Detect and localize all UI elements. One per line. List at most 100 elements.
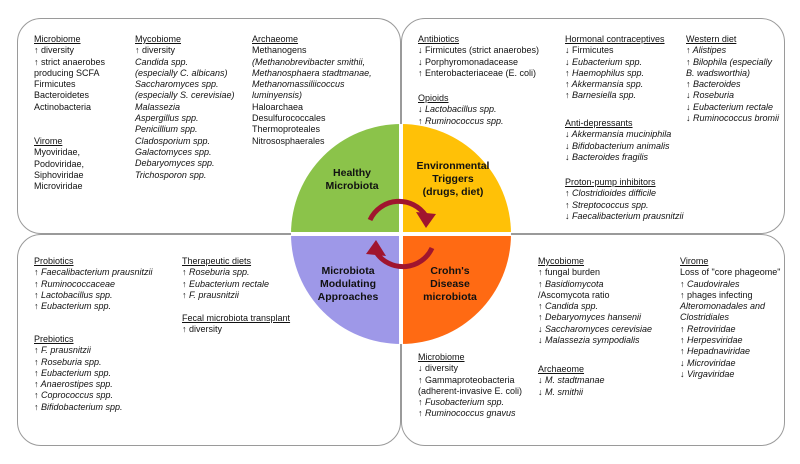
antibiotics-block: Antibiotics↓ Firmicutes (strict anaerobe… bbox=[418, 34, 539, 79]
list-item: ↑ Ruminococcus gnavus bbox=[418, 408, 516, 419]
list-item: luminyensis) bbox=[252, 90, 303, 101]
list-item: Myoviridae, bbox=[34, 147, 81, 158]
block-heading: Probiotics bbox=[34, 256, 74, 266]
list-item: ↓ diversity bbox=[418, 363, 459, 374]
list-item: Firmicutes bbox=[34, 79, 76, 90]
list-item: ↑ Bilophila (especially bbox=[686, 56, 773, 67]
block-heading: Microbiome bbox=[418, 352, 465, 362]
list-item: ↑ Ruminococcus spp. bbox=[418, 115, 504, 126]
list-item: Cladosporium spp. bbox=[135, 135, 211, 146]
list-item: Saccharomyces spp. bbox=[135, 79, 219, 90]
list-item: producing SCFA bbox=[34, 67, 100, 78]
list-item: Alteromonadales and bbox=[680, 301, 766, 312]
list-item: Siphoviridae bbox=[34, 169, 84, 180]
crohns-mycobiome-block: Mycobiome↑ fungal burden↑ Basidiomycota/… bbox=[538, 256, 652, 346]
list-item: ↑ Caudovirales bbox=[680, 278, 740, 289]
list-item: ↑ diversity bbox=[34, 45, 75, 56]
block-heading: Hormonal contraceptives bbox=[565, 34, 665, 44]
list-item: ↑ Herpesviridae bbox=[680, 335, 743, 346]
list-item: ↑ Retroviridae bbox=[680, 323, 736, 334]
list-item: ↑ Eubacterium spp. bbox=[34, 301, 112, 312]
list-item: Methanomassiliicoccus bbox=[252, 79, 345, 90]
list-item: ↑ Roseburia spp. bbox=[34, 356, 102, 367]
list-item: Loss of "core phageome" bbox=[680, 267, 781, 278]
hormonal-contraceptives-block: Hormonal contraceptives↓ Firmicutes↓ Eub… bbox=[565, 34, 665, 102]
block-heading: Archaeome bbox=[538, 364, 585, 374]
list-item: ↑ Enterobacteriaceae (E. coli) bbox=[418, 67, 537, 78]
crohns-archaeome-block: Archaeome↓ M. stadtmanae↓ M. smithii bbox=[538, 364, 605, 398]
list-item: ↑ Debaryomyces hansenii bbox=[538, 312, 642, 323]
list-item: ↑ Haemophilus spp. bbox=[565, 67, 645, 78]
list-item: ↓ Eubacterium rectale bbox=[686, 101, 774, 112]
list-item: (adherent-invasive E. coli) bbox=[418, 385, 523, 396]
list-item: ↑ strict anaerobes bbox=[34, 56, 106, 67]
list-item: Microviridae bbox=[34, 181, 83, 192]
list-item: (especially S. cerevisiae) bbox=[135, 90, 235, 101]
list-item: Debaryomyces spp. bbox=[135, 158, 215, 169]
block-heading: Anti-depressants bbox=[565, 118, 633, 128]
list-item: ↑ Basidiomycota bbox=[538, 278, 604, 289]
list-item: Methanosphaera stadtmanae, bbox=[252, 67, 372, 78]
list-item: (especially C. albicans) bbox=[135, 67, 228, 78]
list-item: /Ascomycota ratio bbox=[538, 289, 610, 300]
block-heading: Therapeutic diets bbox=[182, 256, 252, 266]
list-item: Nitrososphaerales bbox=[252, 135, 325, 146]
list-item: ↓ Firmicutes bbox=[565, 45, 614, 56]
anti-depressants-block: Anti-depressants↓ Akkermansia muciniphil… bbox=[565, 118, 671, 163]
list-item: Penicillium spp. bbox=[135, 124, 198, 135]
list-item: Methanogens bbox=[252, 45, 307, 56]
list-item: ↓ M. smithii bbox=[538, 386, 583, 397]
circle-divider-horizontal bbox=[291, 232, 511, 236]
probiotics-block: Probiotics↑ Faecalibacterium prausnitzii… bbox=[34, 256, 153, 312]
list-item: ↓ Bifidobacterium animalis bbox=[565, 140, 670, 151]
list-item: ↓ Ruminococcus bromii bbox=[686, 113, 780, 124]
proton-pump-inhibitors-block: Proton-pump inhibitors↑ Clostridioides d… bbox=[565, 177, 684, 222]
list-item: ↑ diversity bbox=[182, 324, 223, 335]
list-item: ↓ Saccharomyces cerevisiae bbox=[538, 323, 653, 334]
list-item: ↑ Akkermansia spp. bbox=[565, 79, 644, 90]
block-heading: Opioids bbox=[418, 93, 449, 103]
list-item: Haloarchaea bbox=[252, 101, 304, 112]
block-heading: Antibiotics bbox=[418, 34, 460, 44]
list-item: ↑ Barnesiella spp. bbox=[565, 90, 637, 101]
list-item: ↑ F. prausnitzii bbox=[34, 345, 91, 356]
list-item: ↑ Hepadnaviridae bbox=[680, 346, 751, 357]
list-item: ↑ Faecalibacterium prausnitzii bbox=[34, 267, 153, 278]
list-item: (Methanobrevibacter smithii, bbox=[252, 56, 366, 67]
therapeutic-diets-block: Therapeutic diets↑ Roseburia spp.↑ Eubac… bbox=[182, 256, 269, 301]
crohns-microbiome-block: Microbiome↓ diversity↑ Gammaproteobacter… bbox=[418, 352, 522, 420]
list-item: ↑ Gammaproteobacteria bbox=[418, 374, 515, 385]
list-item: ↑ Streptococcus spp. bbox=[565, 199, 649, 210]
list-item: ↓ Eubacterium spp. bbox=[565, 56, 643, 67]
block-heading: Virome bbox=[680, 256, 709, 266]
list-item: ↓ Akkermansia muciniphila bbox=[565, 129, 672, 140]
list-item: ↑ Clostridioides difficile bbox=[565, 188, 657, 199]
list-item: ↑ Coprococcus spp. bbox=[34, 390, 114, 401]
list-item: Galactomyces spp. bbox=[135, 146, 212, 157]
list-item: ↑ diversity bbox=[135, 45, 176, 56]
opioids-block: Opioids↓ Lactobacillus spp.↑ Ruminococcu… bbox=[418, 93, 504, 127]
block-heading: Proton-pump inhibitors bbox=[565, 177, 656, 187]
list-item: ↑ Anaerostipes spp. bbox=[34, 379, 113, 390]
list-item: Malassezia bbox=[135, 101, 181, 112]
list-item: ↓ Porphyromonadacease bbox=[418, 56, 519, 67]
block-heading: Prebiotics bbox=[34, 334, 74, 344]
list-item: Clostridiales bbox=[680, 312, 730, 323]
list-item: Thermoproteales bbox=[252, 124, 321, 135]
block-heading: Mycobiome bbox=[538, 256, 585, 266]
list-item: ↑ Candida spp. bbox=[538, 301, 599, 312]
list-item: Podoviridae, bbox=[34, 158, 85, 169]
list-item: ↓ Firmicutes (strict anaerobes) bbox=[418, 45, 540, 56]
list-item: ↑ Alistipes bbox=[686, 45, 727, 56]
list-item: ↑ Eubacterium spp. bbox=[34, 367, 112, 378]
list-item: ↑ Eubacterium rectale bbox=[182, 278, 270, 289]
list-item: ↓ M. stadtmanae bbox=[538, 375, 605, 386]
list-item: ↑ Lactobacillus spp. bbox=[34, 289, 113, 300]
